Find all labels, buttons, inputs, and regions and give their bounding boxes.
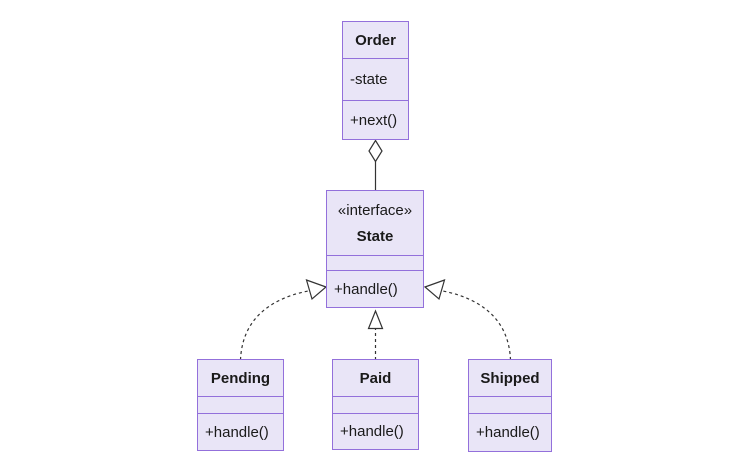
hollow-triangle-icon: [423, 279, 446, 301]
class-name: Order: [343, 22, 408, 59]
class-name: Shipped: [469, 360, 551, 397]
class-attributes: [198, 397, 283, 414]
class-name-label: Shipped: [480, 369, 540, 387]
method-label: +next(): [350, 111, 398, 129]
class-box-shipped: Shipped +handle(): [468, 359, 552, 452]
class-name: «interface» State: [327, 191, 423, 256]
realization-edge-pending-state: [239, 279, 328, 361]
realization-edge-paid-state: [367, 309, 384, 360]
method-label: +handle(): [205, 423, 269, 441]
class-name-label: Paid: [359, 369, 392, 387]
method-label: +handle(): [334, 280, 398, 298]
method-label: +handle(): [340, 423, 404, 440]
class-name-label: Order: [355, 31, 396, 49]
class-name: Paid: [333, 360, 418, 397]
class-methods: +handle(): [469, 414, 551, 451]
attribute-label: -state: [350, 71, 388, 88]
class-methods: +handle(): [327, 271, 423, 307]
hollow-triangle-icon: [305, 279, 328, 301]
class-methods: +handle(): [198, 414, 283, 450]
class-name: Pending: [198, 360, 283, 397]
class-attributes: [333, 397, 418, 414]
hollow-diamond-icon: [368, 139, 383, 163]
class-methods: +handle(): [333, 414, 418, 449]
realization-edge-shipped-state: [423, 279, 512, 361]
stereotype-label: «interface»: [337, 201, 413, 219]
class-box-pending: Pending +handle(): [197, 359, 284, 451]
class-box-order: Order -state +next(): [342, 21, 409, 140]
hollow-triangle-icon: [367, 309, 384, 330]
class-box-state: «interface» State +handle(): [326, 190, 424, 308]
aggregation-edge-order-state: [368, 139, 383, 190]
class-box-paid: Paid +handle(): [332, 359, 419, 450]
class-attributes: [469, 397, 551, 414]
class-attributes: -state: [343, 59, 408, 101]
method-label: +handle(): [476, 424, 540, 441]
class-methods: +next(): [343, 101, 408, 139]
class-name-label: State: [356, 227, 394, 245]
class-name-label: Pending: [210, 369, 271, 387]
class-attributes: [327, 256, 423, 271]
